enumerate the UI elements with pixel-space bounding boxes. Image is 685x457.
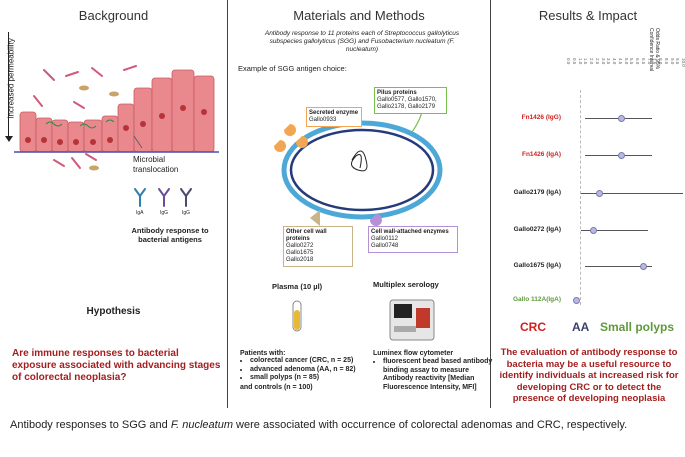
gut-epithelium-illustration bbox=[14, 65, 219, 171]
x-tick-label: 3.5 bbox=[606, 58, 612, 65]
controls-label: and controls (n = 100) bbox=[240, 384, 313, 391]
x-tick-label: 8.5 bbox=[663, 58, 669, 65]
patients-list: colorectal cancer (CRC, n = 25) advanced… bbox=[240, 357, 380, 383]
secreted-enzyme-list: Gallo0933 bbox=[309, 117, 337, 123]
legend-small-polyps: Small polyps bbox=[600, 320, 675, 334]
ci-line bbox=[580, 193, 683, 194]
x-tick-label: 1.0 bbox=[577, 58, 583, 65]
x-tick-label: 7.5 bbox=[652, 58, 658, 65]
patients-title: Patients with: bbox=[240, 350, 286, 357]
reference-line bbox=[579, 90, 581, 305]
patients-item-crc: colorectal cancer (CRC, n = 25) bbox=[250, 357, 380, 366]
antibody-icons bbox=[134, 188, 192, 207]
divider-right bbox=[490, 0, 491, 408]
luminex-title: Luminex flow cytometer bbox=[373, 350, 454, 357]
methods-intro: Antibody response to 11 proteins each of… bbox=[264, 30, 460, 53]
results-title: Results & Impact bbox=[538, 8, 638, 23]
other-cell-wall-box: Other cell wall proteins Gallo0272 Gallo… bbox=[283, 226, 353, 267]
patients-item-aa: advanced adenoma (AA, n = 82) bbox=[250, 366, 380, 375]
secreted-enzyme-box: Secreted enzyme Gallo0933 bbox=[306, 107, 362, 127]
secreted-enzyme-title: Secreted enzyme bbox=[309, 110, 359, 116]
hypothesis-title: Hypothesis bbox=[86, 306, 141, 317]
antigen-example-label: Example of SGG antigen choice: bbox=[238, 64, 347, 73]
divider-left bbox=[227, 0, 228, 408]
pilus-proteins-list: Gallo0577, Gallo1570, Gallo2178, Gallo21… bbox=[377, 97, 437, 110]
x-tick-label: 0.0 bbox=[566, 58, 571, 65]
methods-title: Materials and Methods bbox=[293, 8, 425, 23]
cell-wall-enzymes-title: Cell wall-attached enzymes bbox=[371, 229, 449, 235]
or-point bbox=[573, 297, 581, 304]
caption-before: Antibody responses to SGG and bbox=[10, 419, 171, 431]
forest-row-label: Fn1426 (IgA) bbox=[521, 151, 561, 158]
or-point bbox=[596, 190, 604, 197]
pilus-proteins-title: Pilus proteins bbox=[377, 90, 417, 96]
x-tick-label: 8.0 bbox=[658, 58, 663, 65]
x-tick-label: 10.0 bbox=[681, 58, 685, 67]
patients-item-polyps: small polyps (n = 85) bbox=[250, 374, 380, 383]
ci-line bbox=[585, 266, 652, 267]
x-tick-label: 2.5 bbox=[594, 58, 600, 65]
forest-row-label: Gallo 112A(IgA) bbox=[512, 296, 561, 303]
x-tick-label: 4.0 bbox=[612, 58, 617, 65]
luminex-list: fluorescent bead based antibody binding … bbox=[373, 358, 493, 392]
bacterium-illustration bbox=[274, 90, 443, 226]
translocation-label: Microbial translocation bbox=[133, 155, 179, 174]
legend-aa: AA bbox=[572, 320, 590, 334]
permeability-arrow bbox=[8, 32, 9, 137]
or-point bbox=[617, 115, 625, 122]
cell-wall-enzymes-box: Cell wall-attached enzymes Gallo0112 Gal… bbox=[368, 226, 458, 253]
x-tick-label: 2.0 bbox=[589, 58, 594, 65]
cell-wall-enzymes-list: Gallo0112 Gallo0748 bbox=[371, 236, 399, 249]
other-cell-wall-title: Other cell wall proteins bbox=[286, 229, 327, 242]
caption-after: were associated with occurrence of color… bbox=[233, 419, 628, 431]
x-tick-label: 9.5 bbox=[675, 58, 681, 65]
impact-text: The evaluation of antibody response to b… bbox=[499, 347, 679, 404]
x-tick-label: 9.0 bbox=[669, 58, 675, 65]
x-tick-label: 7.0 bbox=[646, 58, 652, 65]
or-point bbox=[617, 152, 625, 159]
permeability-arrowhead bbox=[5, 136, 13, 142]
luminex-machine-icon bbox=[389, 299, 435, 341]
hypothesis-text: Are immune responses to bacterial exposu… bbox=[12, 348, 221, 383]
figure-caption: Antibody responses to SGG and F. nucleat… bbox=[10, 419, 627, 431]
antibody-label-3: IgG bbox=[182, 210, 191, 216]
x-tick-label: 0.5 bbox=[571, 58, 577, 65]
x-tick-label: 4.5 bbox=[617, 58, 623, 65]
luminex-item: fluorescent bead based antibody binding … bbox=[383, 358, 493, 392]
plasma-label: Plasma (10 µl) bbox=[272, 282, 323, 291]
x-tick-label: 6.5 bbox=[640, 58, 646, 65]
or-point bbox=[590, 227, 598, 234]
antibody-response-label: Antibody response to bacterial antigens bbox=[131, 226, 209, 244]
ci-line bbox=[580, 230, 649, 231]
forest-row-label: Gallo1675 (IgA) bbox=[513, 262, 561, 269]
legend-crc: CRC bbox=[520, 320, 546, 334]
pilus-proteins-box: Pilus proteins Gallo0577, Gallo1570, Gal… bbox=[374, 87, 447, 114]
x-tick-label: 5.5 bbox=[629, 58, 635, 65]
plasma-tube-icon bbox=[292, 300, 302, 332]
x-tick-label: 3.0 bbox=[600, 58, 606, 65]
background-title: Background bbox=[78, 8, 149, 23]
forest-row-label: Gallo2179 (IgA) bbox=[513, 189, 561, 196]
x-tick-label: 1.5 bbox=[583, 58, 589, 65]
x-tick-label: 6.0 bbox=[635, 58, 640, 65]
caption-italic: F. nucleatum bbox=[170, 419, 233, 431]
other-cell-wall-list: Gallo0272 Gallo1675 Gallo2018 bbox=[286, 243, 314, 263]
or-point bbox=[639, 263, 647, 270]
forest-row-label: Gallo0272 (IgA) bbox=[513, 226, 561, 233]
forest-row-label: Fn1426 (IgG) bbox=[521, 114, 561, 121]
x-tick-label: 5.0 bbox=[623, 58, 629, 65]
antibody-label-1: IgA bbox=[136, 210, 144, 216]
multiplex-label: Multiplex serology bbox=[373, 280, 439, 289]
antibody-label-2: IgG bbox=[160, 210, 169, 216]
